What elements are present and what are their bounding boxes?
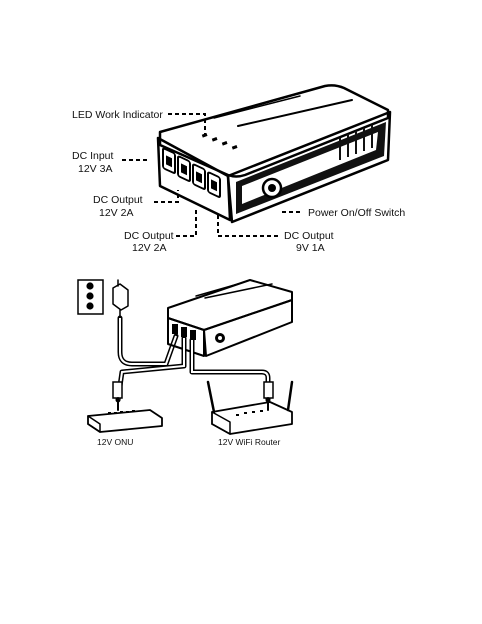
label-power-switch: Power On/Off Switch: [308, 207, 405, 219]
label-dc-input: DC Input: [72, 150, 114, 162]
label-wifi-router: 12V WiFi Router: [218, 437, 281, 447]
label-dc-output-b-spec: 12V 2A: [132, 242, 166, 254]
dc-output-port-a-icon: [178, 156, 190, 182]
label-led-indicator: LED Work Indicator: [72, 109, 163, 121]
power-switch-icon: [263, 179, 281, 197]
label-dc-output-b: DC Output: [124, 230, 174, 242]
label-dc-input-spec: 12V 3A: [78, 163, 112, 175]
label-dc-output-c-spec: 9V 1A: [296, 242, 325, 254]
ups-device-small: [168, 280, 292, 356]
power-adapter-icon: [113, 280, 128, 318]
dc-input-port-icon: [163, 148, 175, 174]
label-dc-output-a: DC Output: [93, 194, 143, 206]
dc-output-port-b-icon: [193, 164, 205, 190]
label-dc-output-a-spec: 12V 2A: [99, 207, 133, 219]
wall-outlet-icon: [78, 280, 103, 314]
ups-device-large: [158, 85, 390, 222]
onu-device-icon: [88, 410, 162, 432]
label-dc-output-c: DC Output: [284, 230, 334, 242]
wifi-router-icon: [208, 382, 292, 434]
label-onu: 12V ONU: [97, 437, 133, 447]
dc-output-port-c-icon: [208, 172, 220, 198]
led-indicator-icon: [202, 133, 238, 150]
